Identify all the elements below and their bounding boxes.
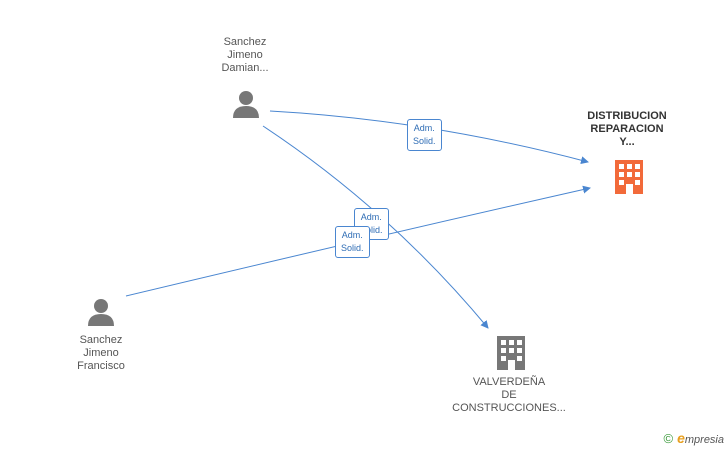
person-name-label[interactable]: Sanchez Jimeno Damian...	[175, 36, 315, 75]
label-line: Sanchez	[79, 334, 123, 346]
brand-initial: e	[677, 430, 685, 446]
label-line: DISTRIBUCION	[587, 110, 667, 122]
label-line: Francisco	[77, 360, 125, 372]
label-line: DE	[501, 389, 517, 401]
person-name-label[interactable]: Sanchez Jimeno Francisco	[31, 334, 171, 373]
label-line: Sanchez	[223, 36, 267, 48]
company-name-label[interactable]: DISTRIBUCION REPARACION Y...	[557, 110, 697, 149]
label-line: Y...	[619, 136, 635, 148]
building-icon[interactable]	[497, 336, 525, 370]
edge-role-label[interactable]: Adm. Solid.	[407, 119, 442, 151]
edge-role-label[interactable]: Adm. Solid.	[335, 226, 370, 258]
brand-logo[interactable]: empresia	[677, 430, 724, 446]
role-line: Adm.	[341, 230, 363, 240]
role-line: Solid.	[360, 225, 383, 235]
role-line: Adm.	[360, 212, 382, 222]
label-line: Damian...	[221, 62, 269, 74]
person-icon[interactable]	[233, 91, 259, 118]
role-line: Solid.	[413, 136, 436, 146]
label-line: Jimeno	[227, 49, 263, 61]
label-line: VALVERDEÑA	[472, 376, 546, 388]
role-line: Solid.	[341, 243, 364, 253]
company-name-label[interactable]: VALVERDEÑA DE CONSTRUCCIONES...	[439, 376, 579, 415]
edge-role-label[interactable]: Adm. Solid.	[354, 208, 389, 240]
building-icon[interactable]	[615, 160, 643, 194]
label-line: Jimeno	[83, 347, 119, 359]
brand-name: mpresia	[684, 434, 724, 446]
copyright-icon: ©	[663, 430, 674, 446]
role-line: Adm.	[413, 123, 435, 133]
label-line: CONSTRUCCIONES...	[452, 402, 566, 414]
label-line: REPARACION	[590, 123, 664, 135]
footer-brand: © empresia	[663, 430, 724, 446]
person-icon[interactable]	[88, 299, 114, 326]
